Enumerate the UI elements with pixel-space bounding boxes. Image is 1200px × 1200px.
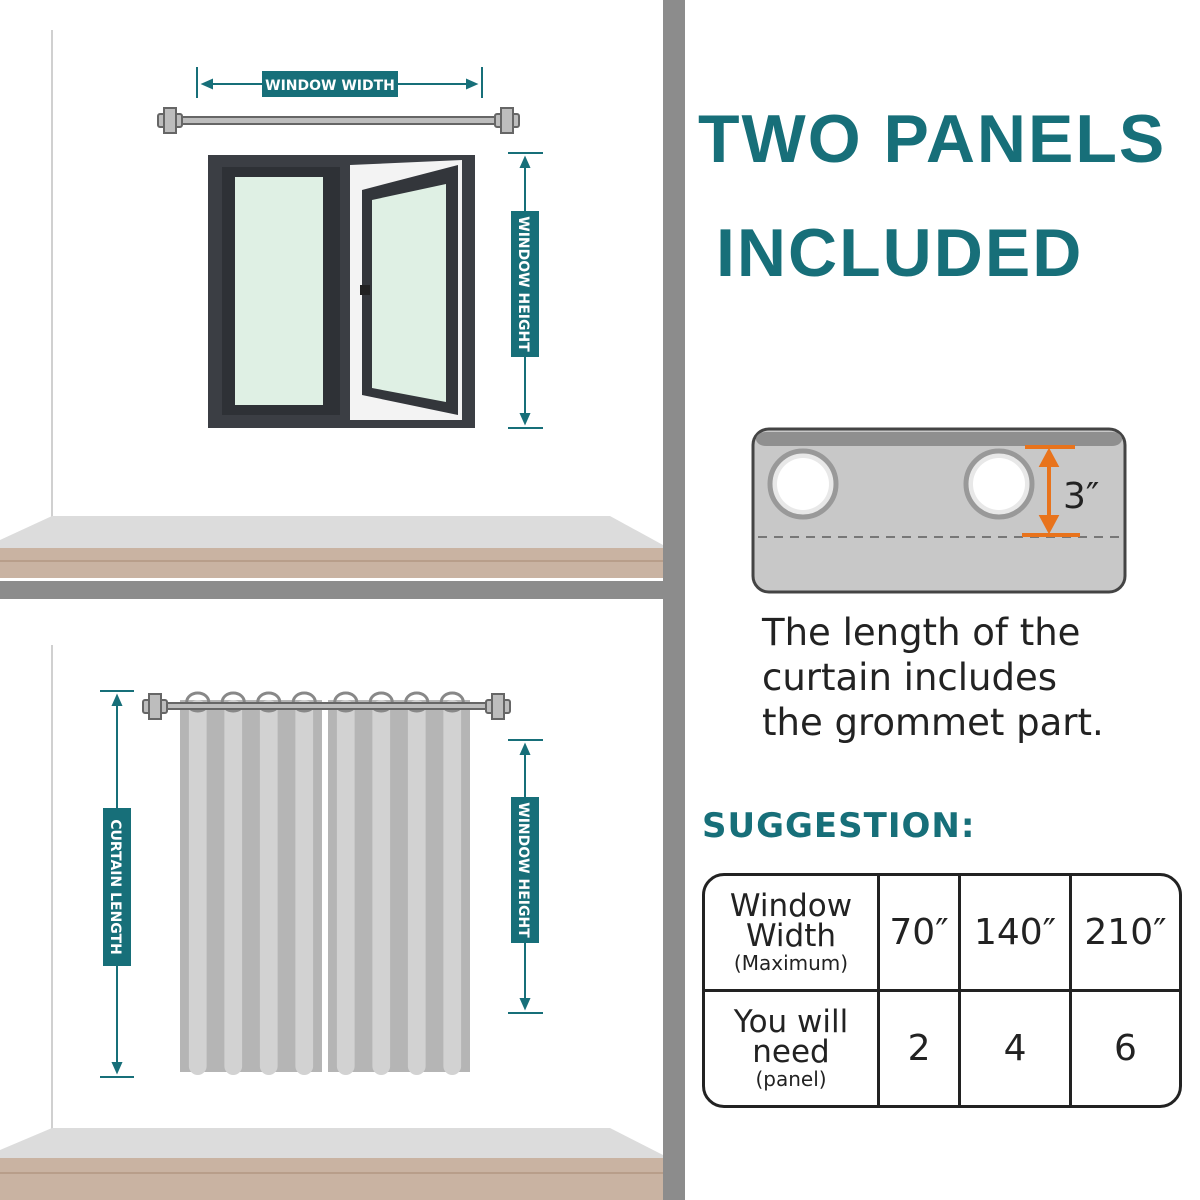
row-label: You will need (733, 1003, 849, 1070)
curtain-rod-bottom (142, 693, 511, 720)
vertical-divider (663, 0, 685, 1200)
table-cell: 4 (961, 992, 1072, 1105)
window-height-dimension (508, 152, 543, 429)
curtain-fold (407, 700, 426, 1075)
curtain-fold (372, 700, 391, 1075)
suggestion-title: SUGGESTION: (702, 806, 976, 846)
table-row: You will need(panel) 2 4 6 (705, 992, 1179, 1105)
row-sublabel: (panel) (755, 1066, 827, 1091)
table-cell: 2 (880, 992, 962, 1105)
row-label: Window Width (729, 887, 853, 954)
window (208, 155, 475, 428)
row-sublabel: (Maximum) (733, 950, 849, 975)
window-width-dimension (196, 67, 483, 98)
curtain-fold (259, 700, 278, 1075)
window-width-label: WINDOW WIDTH (265, 78, 395, 94)
grommet-detail: 3″ (751, 427, 1127, 594)
horizontal-divider (0, 581, 663, 599)
curtain-fold (295, 700, 314, 1075)
table-cell: 210″ (1071, 876, 1179, 992)
curtain-fold (224, 700, 243, 1075)
note-line1: The length of the (762, 611, 1081, 654)
window-height-label-2: WINDOW HEIGHT (515, 802, 531, 938)
grommet-measure: 3″ (1063, 476, 1099, 517)
row-header: Window Width(Maximum) (705, 876, 880, 992)
curtain-rod-top (157, 107, 520, 134)
window-height-dimension-2 (508, 739, 543, 1014)
window-height-label: WINDOW HEIGHT (515, 216, 531, 352)
curtain-fold (336, 700, 355, 1075)
room-top (0, 30, 663, 578)
note-line2: curtain includes (762, 656, 1058, 699)
table-cell: 6 (1114, 1028, 1137, 1069)
measure-arrow (1022, 445, 1080, 537)
curtain-length-label: CURTAIN LENGTH (107, 819, 123, 955)
curtain-panels (180, 691, 470, 1075)
headline-line1: TWO PANELS (698, 101, 1167, 177)
table-row: Window Width(Maximum) 70″ 140″ 210″ (705, 876, 1179, 992)
curtain-fold (188, 700, 207, 1075)
suggestion-table: Window Width(Maximum) 70″ 140″ 210″ You … (702, 873, 1182, 1108)
note-line3: the grommet part. (762, 701, 1104, 744)
room-bottom (0, 645, 663, 1200)
row-header: You will need(panel) (705, 992, 880, 1105)
table-cell: 70″ (880, 876, 962, 992)
curtain-fold (443, 700, 462, 1075)
curtain-length-dimension (100, 690, 134, 1078)
table-cell: 140″ (961, 876, 1072, 992)
headline-line2: INCLUDED (716, 215, 1084, 291)
